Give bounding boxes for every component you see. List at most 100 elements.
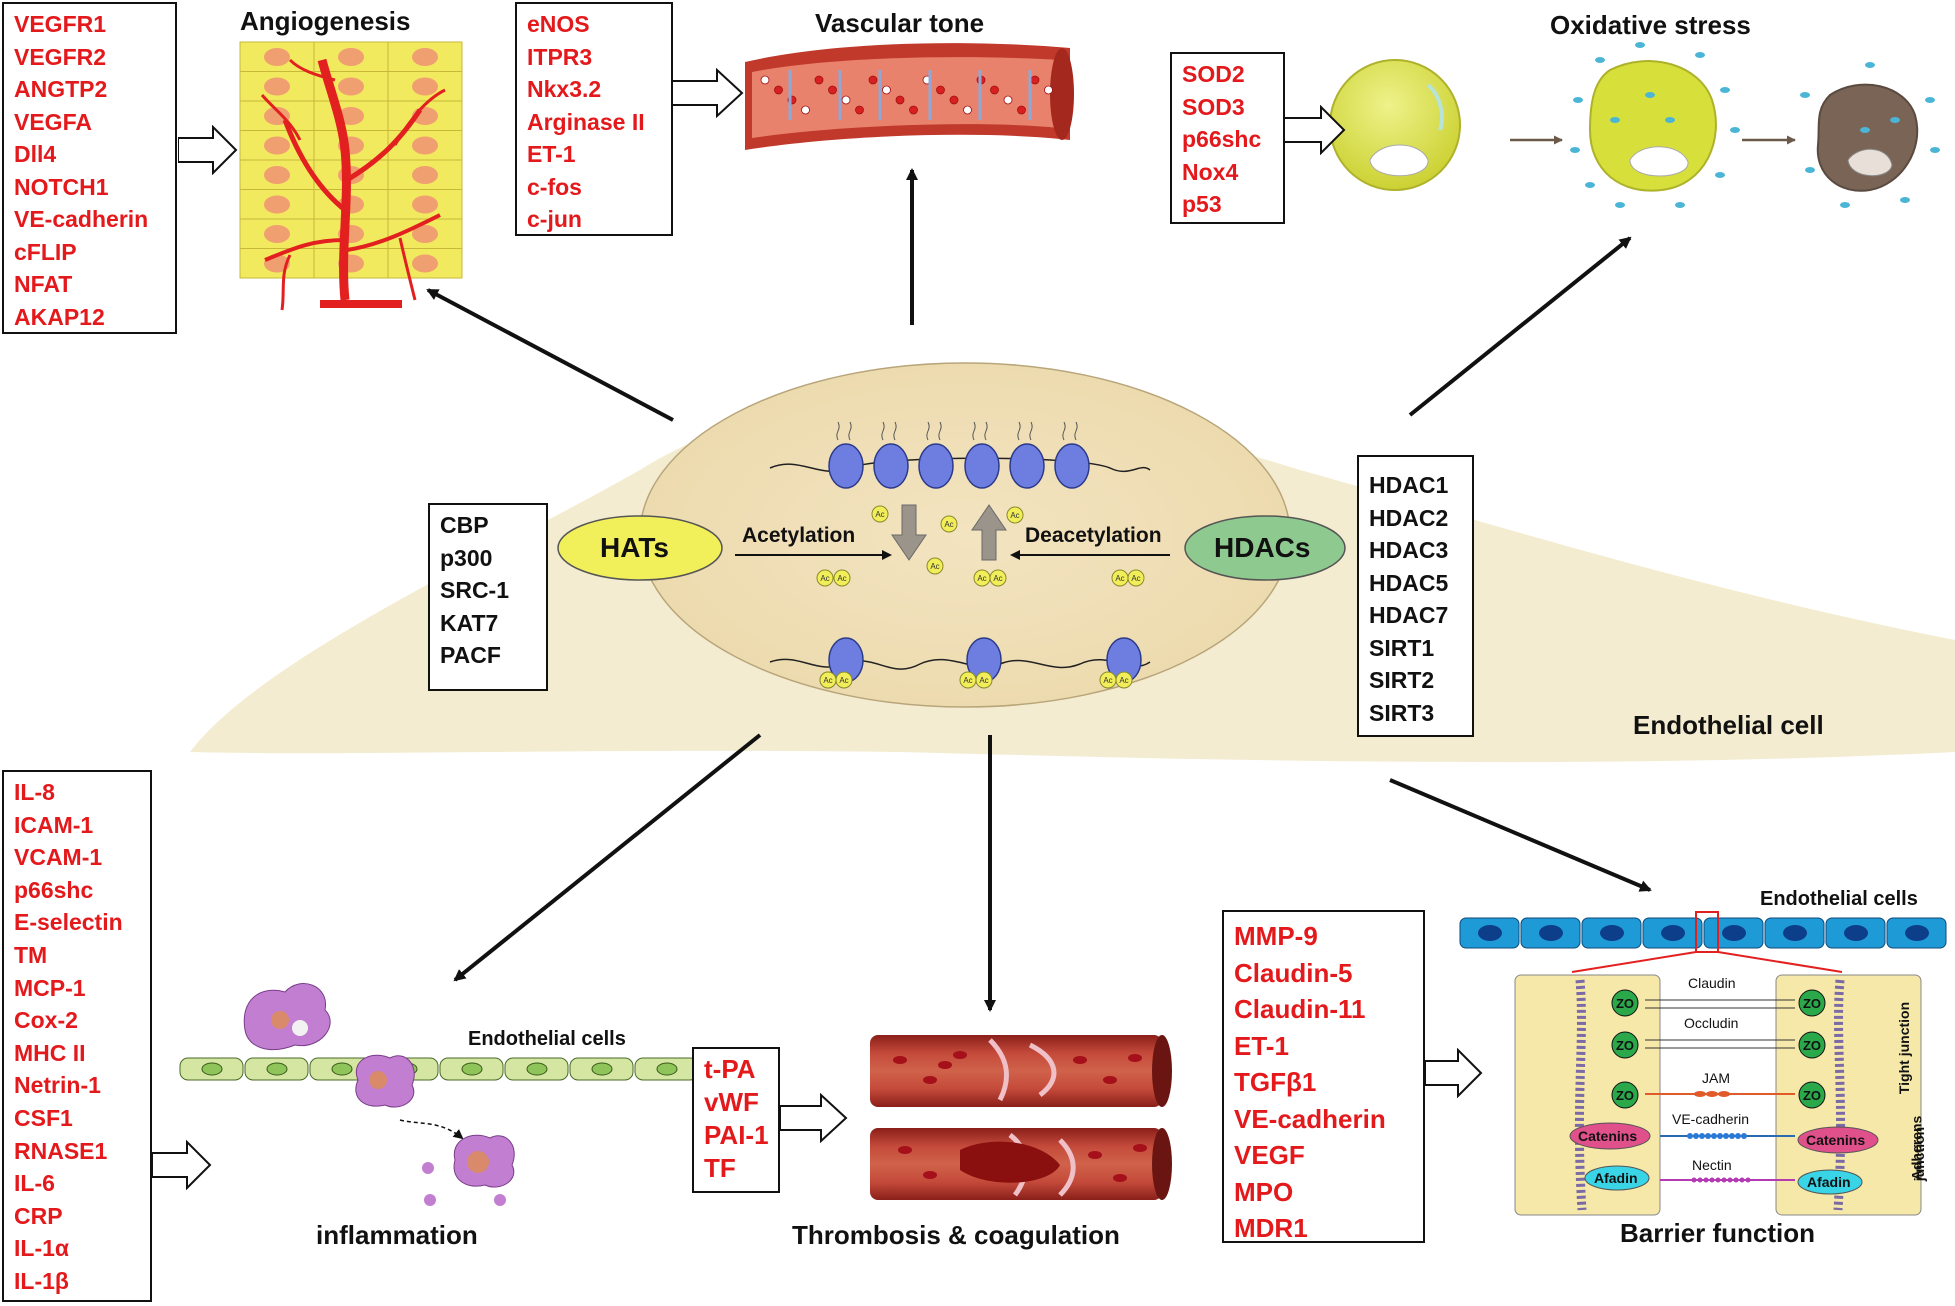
gene-item: PAI-1 [704,1120,769,1150]
gene-item: AKAP12 [14,303,105,330]
tight-junction-label: Tight junction [1896,1001,1913,1095]
gene-item: c-fos [527,173,582,200]
gene-item: E-selectin [14,909,123,936]
zo-protein [1798,989,1826,1017]
cell-nucleus [338,77,364,96]
gene-item: KAT7 [440,609,499,636]
cadherin-bead [1723,1133,1729,1139]
gene-item: VEGFA [14,108,92,135]
blood-cell [1128,1054,1142,1062]
gene-item: ET-1 [527,141,576,167]
gene-item: TM [14,941,48,968]
oxidative-stress-title: Oxidative stress [1550,10,1751,40]
nucleosome [828,443,864,489]
cell-nucleus [412,225,438,243]
nectin-bead [1703,1177,1709,1183]
gene-item: SIRT3 [1369,699,1435,726]
acetyl-mark [816,569,834,587]
ros-particle [1890,117,1900,123]
gene-item: MCP-1 [14,974,86,1001]
gene-item: Dll4 [14,141,57,167]
gene-item: VEGF [1234,1140,1305,1170]
cell-nucleus [591,1062,613,1076]
ros-particle [1860,127,1870,133]
acetyl-mark-label: Ac [1010,511,1019,520]
blood-cell [953,1051,967,1059]
gene-item: TGFβ1 [1234,1067,1317,1097]
acetyl-mark-label: Ac [993,574,1002,583]
cell-nucleus [264,136,290,155]
ros-particle [1615,202,1625,208]
gene-item: p300 [440,544,493,571]
inflammation-illustration [179,983,764,1206]
cadherin-bead [1699,1133,1705,1139]
ros-particle [1800,92,1810,98]
cell-nucleus [1600,925,1624,941]
gene-item: SIRT2 [1369,667,1435,693]
zo-protein [1611,1081,1639,1109]
blood-cell [855,105,864,115]
cell-nucleus [266,1062,288,1076]
acetyl-mark-label: Ac [930,562,939,571]
gene-item: HDAC2 [1369,504,1449,531]
thrombosis-block-arrow [780,1093,848,1143]
cell-nucleus [1844,925,1868,941]
blood-cell [898,1146,912,1154]
acetyl-mark-label: Ac [944,520,953,529]
hats-oval [557,515,723,581]
gene-item: p53 [1182,191,1222,217]
gene-item: Claudin-5 [1234,957,1353,988]
zo-protein [1611,1031,1639,1059]
nectin-bead [1733,1177,1739,1183]
oxidative-stress-block-arrow [1284,105,1346,155]
gene-item: IL-1β [14,1267,69,1294]
gene-item: ICAM-1 [14,811,94,838]
thrombosis-illustration [870,1035,1172,1200]
ros-particle [1720,87,1730,93]
jam-bead [1694,1091,1706,1097]
cell-nucleus [412,77,438,96]
zo-label: ZO [1803,996,1821,1011]
cell-nucleus [461,1062,483,1076]
nectin-bead [1745,1177,1751,1183]
gene-item: CRP [14,1202,63,1229]
gene-item: NOTCH1 [14,173,109,200]
cell-nucleus [264,107,290,125]
afadin-right-label: Afadin [1807,1174,1851,1190]
nectin-bead [1697,1177,1703,1183]
blood-cell [814,75,824,85]
blood-cell [868,75,878,85]
deacetylation-label: Deacetylation [1025,524,1162,547]
blood-cell [1044,85,1053,95]
gene-item: HDAC5 [1369,569,1449,596]
zo-protein [1798,1081,1826,1109]
gene-item: SOD2 [1182,61,1245,87]
nucleosome [1054,443,1090,489]
afadin-left-label: Afadin [1594,1170,1638,1186]
angiogenesis-illustration [239,41,463,311]
ros-particle [1585,182,1595,188]
cell-nucleus [656,1062,678,1076]
gene-item: HDAC7 [1369,602,1449,628]
acetyl-mark [989,569,1007,587]
gene-item: MDR1 [1234,1213,1308,1243]
ros-particle [1645,92,1655,98]
occludin-label: Occludin [1684,1015,1739,1031]
acetyl-mark [940,515,958,533]
cell-nucleus [1905,925,1929,941]
gene-item: HDAC3 [1369,537,1449,563]
blood-cell [1133,1144,1147,1152]
cadherin-bead [1687,1133,1693,1139]
gene-item: CSF1 [14,1104,73,1131]
catenins-right-label: Catenins [1806,1132,1866,1148]
acetyl-mark-label: Ac [977,574,986,583]
gene-item: VEGFR1 [14,11,107,37]
nectin-bead [1739,1177,1745,1183]
barrier-title: Barrier function [1620,1218,1816,1248]
gene-item: SRC-1 [440,577,510,603]
ros-particle [1925,97,1935,103]
